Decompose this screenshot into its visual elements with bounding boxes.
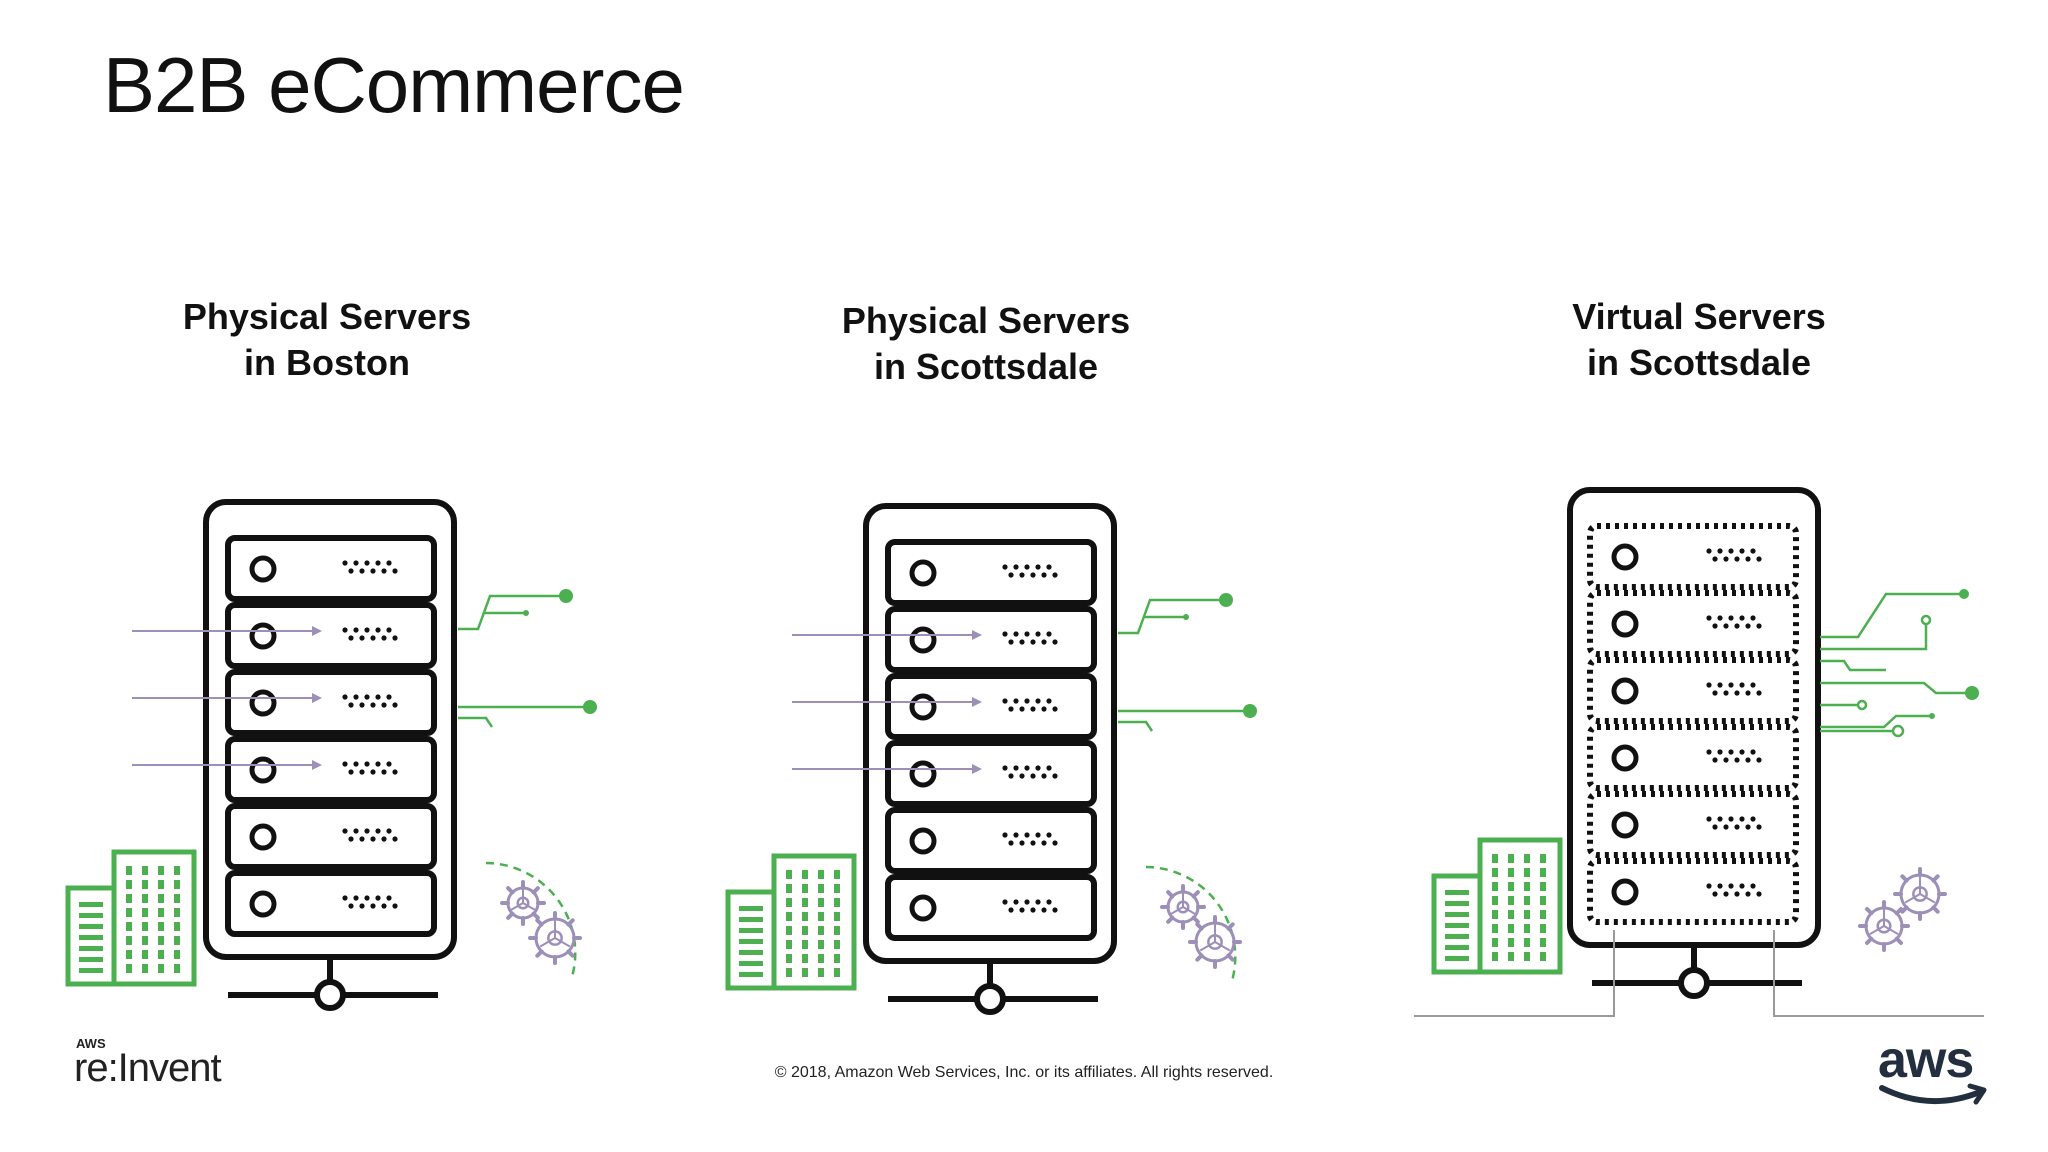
- copyright-text: © 2018, Amazon Web Services, Inc. or its…: [774, 1064, 1274, 1081]
- arrow-head: [312, 760, 322, 770]
- server-unit: [225, 535, 437, 602]
- panel-title-line2: in Boston: [244, 342, 410, 383]
- server-unit: [225, 803, 437, 870]
- arrow-head: [972, 764, 982, 774]
- gear-icon: [1188, 915, 1242, 969]
- aws-smile-icon: [1879, 1083, 1987, 1105]
- server-rack-icon: [203, 499, 457, 960]
- circuit-lines-icon: [1820, 589, 1979, 738]
- arrow-head: [312, 626, 322, 636]
- server-unit: [885, 874, 1097, 941]
- panel-title-boston: Physical Servers in Boston: [107, 294, 547, 386]
- arrow-head: [972, 697, 982, 707]
- server-unit: [885, 807, 1097, 874]
- virtual-server-unit: [1587, 724, 1799, 791]
- server-unit: [885, 740, 1097, 807]
- virtual-server-unit: [1587, 523, 1799, 590]
- panel-title-scottsdale-virtual: Virtual Servers in Scottsdale: [1479, 294, 1919, 386]
- gear-icon: [500, 880, 546, 926]
- panel-title-line2: in Scottsdale: [873, 346, 1099, 387]
- gear-icon: [1160, 884, 1206, 930]
- server-unit: [225, 870, 437, 937]
- virtual-server-unit: [1587, 858, 1799, 925]
- dashed-arc: [1145, 865, 1237, 982]
- circuit-lines-icon: [1118, 593, 1257, 732]
- building-icon: [725, 853, 857, 991]
- server-unit: [885, 606, 1097, 673]
- gear-icon: [1893, 867, 1947, 921]
- arrow-head: [972, 630, 982, 640]
- virtual-server-unit: [1587, 590, 1799, 657]
- gear-icon: [1858, 900, 1910, 952]
- reinvent-logo-text: re:Invent: [74, 1046, 222, 1090]
- server-unit: [225, 736, 437, 803]
- panel-boston-illustration: [65, 499, 597, 1011]
- gray-connection-lines: [1414, 930, 1984, 1017]
- virtual-server-unit: [1587, 657, 1799, 724]
- reinvent-logo: AWS re:Invent: [74, 1036, 244, 1092]
- panel-title-line2: in Scottsdale: [1586, 342, 1812, 383]
- panel-title-line1: Physical Servers: [182, 296, 472, 337]
- server-unit: [885, 539, 1097, 606]
- server-unit: [885, 673, 1097, 740]
- server-unit: [225, 669, 437, 736]
- panel-scottsdale-virtual-illustration: [1414, 487, 1984, 1017]
- panel-title-scottsdale-physical: Physical Servers in Scottsdale: [766, 298, 1206, 390]
- panel-title-line1: Virtual Servers: [1572, 296, 1826, 337]
- server-rack-icon: [863, 503, 1117, 964]
- panel-title-line1: Physical Servers: [841, 300, 1131, 341]
- dashed-arc: [485, 861, 577, 978]
- arrow-head: [312, 693, 322, 703]
- building-icon: [65, 849, 197, 987]
- gear-icon: [528, 911, 582, 965]
- virtual-server-unit: [1587, 791, 1799, 858]
- building-icon: [1431, 837, 1563, 975]
- server-unit: [225, 602, 437, 669]
- panel-scottsdale-physical-illustration: [725, 503, 1257, 1015]
- aws-logo-text: aws: [1878, 1031, 1974, 1089]
- server-rack-icon: [1567, 487, 1821, 948]
- aws-logo: aws: [1878, 1031, 1998, 1116]
- circuit-lines-icon: [458, 589, 597, 728]
- reinvent-logo-aws: AWS: [76, 1036, 106, 1051]
- slide-title: B2B eCommerce: [103, 41, 685, 129]
